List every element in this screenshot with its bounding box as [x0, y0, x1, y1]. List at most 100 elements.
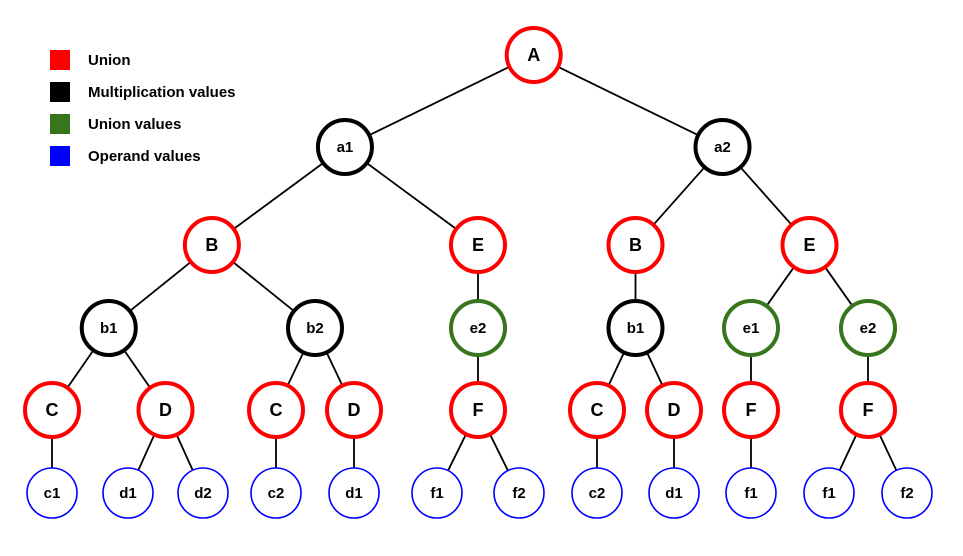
legend-swatch-multiplication-values	[50, 82, 70, 102]
tree-node-operand-values: c2	[571, 467, 623, 519]
tree-edge	[175, 434, 194, 471]
tree-edge	[838, 434, 858, 471]
node-circle	[725, 467, 777, 519]
tree-edge	[366, 162, 457, 230]
tree-edge	[66, 349, 95, 389]
node-label: B	[205, 235, 218, 255]
node-label: C	[591, 400, 604, 420]
node-label: b1	[627, 320, 645, 337]
tree-node-union: E	[449, 216, 507, 274]
node-label: f1	[430, 485, 443, 502]
node-circle	[803, 467, 855, 519]
tree-node-union: C	[247, 381, 305, 439]
node-label: d1	[665, 485, 683, 502]
node-label: d1	[345, 485, 363, 502]
node-label: c2	[589, 485, 606, 502]
tree-node-multiplication-values: a1	[315, 118, 374, 176]
node-label: f2	[900, 485, 913, 502]
tree-node-operand-values: f1	[725, 467, 777, 519]
tree-edges	[51, 66, 898, 471]
tree-edge	[652, 166, 706, 226]
tree-edge	[739, 166, 793, 226]
node-circle	[722, 381, 780, 439]
tree-node-multiplication-values: b1	[79, 299, 138, 357]
tree-node-union: D	[136, 381, 195, 439]
node-circle	[881, 467, 933, 519]
node-circle	[571, 467, 623, 519]
node-label: d1	[119, 485, 137, 502]
tree-node-operand-values: f1	[411, 467, 463, 519]
tree-edge	[489, 433, 509, 471]
legend-item-multiplication-values: Multiplication values	[50, 76, 236, 108]
node-circle	[839, 299, 897, 357]
node-label: c1	[44, 485, 61, 502]
tree-edge	[646, 352, 664, 386]
node-label: e2	[470, 320, 487, 337]
node-label: f2	[512, 485, 525, 502]
node-label: f1	[822, 485, 835, 502]
node-label: a2	[714, 139, 731, 156]
legend-label-multiplication-values: Multiplication values	[88, 83, 236, 101]
node-circle	[648, 467, 700, 519]
tree-node-union: C	[23, 381, 81, 439]
tree-edge	[129, 261, 192, 312]
legend: Union Multiplication values Union values…	[50, 44, 236, 172]
node-circle	[315, 118, 374, 176]
node-circle	[722, 299, 780, 357]
legend-item-operand-values: Operand values	[50, 140, 236, 172]
node-label: F	[473, 400, 484, 420]
node-circle	[250, 467, 302, 519]
node-label: B	[629, 235, 642, 255]
tree-edge	[824, 266, 854, 307]
tree-node-operand-values: f2	[493, 467, 545, 519]
node-circle	[839, 381, 897, 439]
tree-node-union: D	[325, 381, 383, 439]
tree-node-operand-values: c1	[26, 467, 78, 519]
node-circle	[247, 381, 305, 439]
tree-node-multiplication-values: b2	[286, 299, 344, 357]
tree-edge	[325, 351, 344, 387]
node-circle	[136, 381, 195, 439]
node-circle	[645, 381, 703, 439]
tree-node-multiplication-values: a2	[693, 118, 752, 176]
legend-swatch-union-values	[50, 114, 70, 134]
node-circle	[79, 299, 138, 357]
tree-node-union-values: e2	[449, 299, 507, 357]
tree-edge	[557, 66, 699, 136]
tree-node-union: F	[839, 381, 897, 439]
node-label: D	[668, 400, 681, 420]
tree-node-operand-values: d1	[648, 467, 700, 519]
tree-node-union: F	[722, 381, 780, 439]
tree-node-union: E	[780, 216, 839, 274]
node-label: C	[270, 400, 283, 420]
node-label: b1	[100, 320, 118, 337]
tree-edge	[765, 266, 795, 307]
tree-node-operand-values: d1	[102, 467, 154, 519]
node-label: f1	[744, 485, 757, 502]
legend-label-union-values: Union values	[88, 115, 182, 133]
tree-node-operand-values: f1	[803, 467, 855, 519]
node-circle	[26, 467, 78, 519]
node-label: b2	[306, 320, 324, 337]
node-label: C	[46, 400, 59, 420]
tree-node-union-values: e1	[722, 299, 780, 357]
node-circle	[493, 467, 545, 519]
node-circle	[606, 299, 665, 357]
node-label: D	[348, 400, 361, 420]
node-label: d2	[194, 485, 212, 502]
tree-node-union-values: e2	[839, 299, 897, 357]
tree-node-multiplication-values: b1	[606, 299, 665, 357]
tree-node-union: F	[449, 381, 507, 439]
legend-label-union: Union	[88, 51, 131, 69]
legend-swatch-operand-values	[50, 146, 70, 166]
node-circle	[568, 381, 626, 439]
node-label: e1	[743, 320, 760, 337]
legend-swatch-union	[50, 50, 70, 70]
tree-node-operand-values: f2	[881, 467, 933, 519]
tree-edge	[137, 434, 156, 471]
legend-label-operand-values: Operand values	[88, 147, 201, 165]
node-circle	[449, 216, 507, 274]
node-circle	[504, 26, 563, 84]
